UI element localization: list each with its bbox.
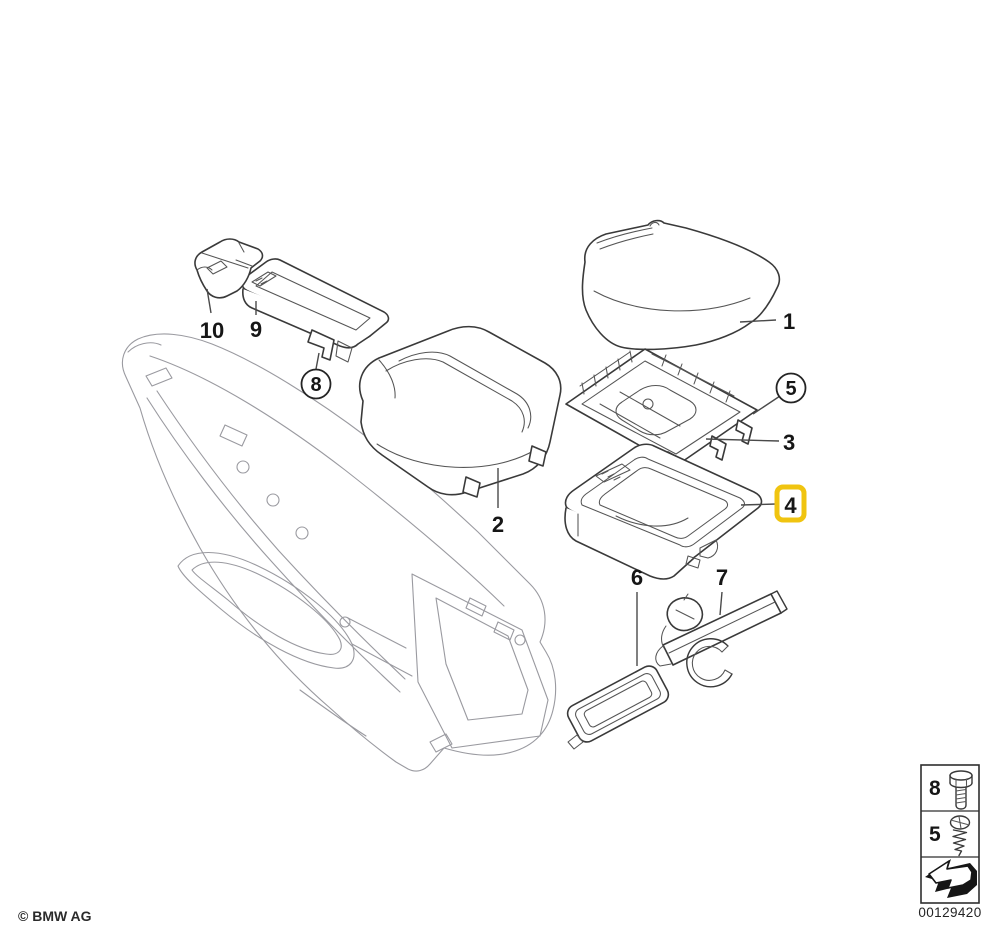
leader-line-7 — [719, 591, 723, 616]
callout-9-label[interactable]: 9 — [250, 317, 262, 342]
console-body-drawing — [121, 333, 557, 772]
callout-7-label[interactable]: 7 — [716, 565, 728, 590]
callout-1[interactable]: 1 — [739, 309, 795, 334]
leader-line-4 — [740, 503, 777, 506]
legend-row-screw: 5 — [929, 815, 971, 857]
leader-line-5 — [752, 395, 781, 415]
callout-10[interactable]: 10 — [200, 288, 224, 343]
part-9-drawing — [241, 258, 390, 363]
callout-4-selected[interactable]: 4 — [740, 484, 807, 523]
callout-3-label[interactable]: 3 — [783, 430, 795, 455]
callout-8[interactable]: 8 — [300, 352, 332, 400]
selected-highlight-box — [774, 484, 807, 523]
copyright: © BMW AG — [18, 908, 92, 924]
callout-6[interactable]: 6 — [631, 565, 643, 666]
callout-6-label[interactable]: 6 — [631, 565, 643, 590]
callout-7[interactable]: 7 — [716, 565, 728, 616]
callout-4-label[interactable]: 4 — [784, 493, 797, 518]
part-6-drawing — [566, 665, 670, 750]
callout-5-circle — [775, 372, 807, 404]
callout-5[interactable]: 5 — [752, 372, 807, 415]
callout-5-label[interactable]: 5 — [785, 378, 796, 400]
callout-10-label[interactable]: 10 — [200, 318, 224, 343]
callout-1-label[interactable]: 1 — [783, 309, 795, 334]
leader-line-10 — [206, 288, 212, 314]
leader-line-3 — [705, 438, 780, 442]
callout-2[interactable]: 2 — [492, 468, 504, 537]
part-2-drawing — [358, 325, 562, 498]
legend-row-bolt: 8 — [929, 770, 973, 810]
leader-line-1 — [739, 319, 777, 323]
direction-arrow-icon — [925, 859, 977, 898]
part-7-drawing — [655, 590, 788, 688]
screw-icon — [949, 815, 971, 857]
part-8-clip — [307, 329, 335, 361]
callout-8-circle — [300, 368, 332, 400]
leader-line-8 — [315, 352, 320, 370]
drawing-number: 00129420 — [918, 905, 981, 920]
bolt-icon — [949, 770, 973, 810]
legend-ref-8: 8 — [929, 777, 941, 800]
callout-3[interactable]: 3 — [705, 430, 795, 455]
legend-ref-5: 5 — [929, 823, 941, 846]
part-4-drawing — [564, 443, 763, 580]
callout-9[interactable]: 9 — [250, 301, 262, 342]
callout-8-label[interactable]: 8 — [310, 374, 321, 396]
part-1-drawing — [581, 219, 781, 351]
fastener-legend: 8 5 00129420 — [918, 764, 981, 920]
callout-2-label[interactable]: 2 — [492, 512, 504, 537]
